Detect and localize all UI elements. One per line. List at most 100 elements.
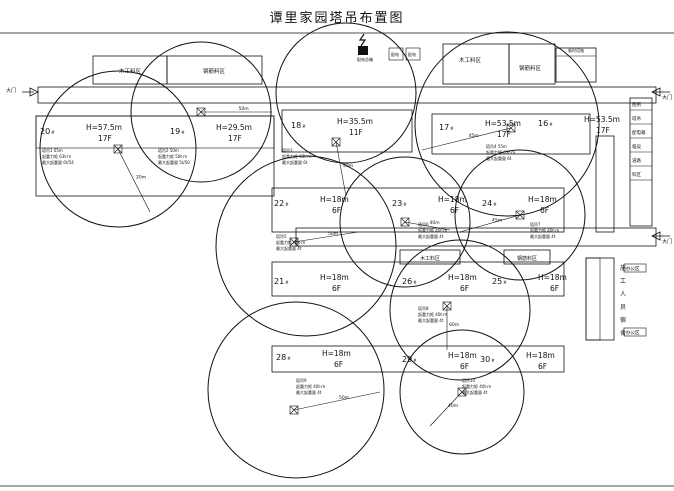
power-box-label: 配电总箱 [357, 56, 373, 62]
building-floors: 17F [98, 134, 112, 143]
small-box-1 [388, 47, 404, 61]
tower-crane-icon [400, 217, 410, 227]
crane-note-line: 塔吊8 [418, 305, 429, 311]
building-number-unit: # [403, 202, 407, 208]
building-number: 29 [402, 355, 412, 364]
building-floors: 6F [538, 362, 547, 371]
zone-middle-top [271, 187, 565, 233]
crane-note-line: 起重力矩 50t·m [158, 153, 187, 159]
road-middle [295, 227, 657, 247]
building-number-unit: # [51, 130, 55, 136]
building-height: H=18m [322, 349, 351, 358]
building-number: 18 [291, 121, 301, 130]
crane-radius-line [293, 391, 381, 411]
dormitory-label-char: 人 [620, 291, 626, 298]
crane-radius-label: 60m [449, 322, 459, 328]
small-box-2 [405, 47, 421, 61]
building-height: H=35.5m [337, 117, 373, 126]
crane-note-line: 最大起重量 4t [276, 245, 302, 251]
building-height: H=18m [526, 351, 555, 360]
building-height: H=53.5m [584, 115, 620, 124]
building-18-outline [281, 109, 413, 153]
crane-radius-label: 20m [136, 175, 146, 181]
dormitory-label-char: 施 [620, 264, 626, 272]
building-number-unit: # [413, 280, 417, 286]
crane-note-line: 最大起重量 6t [486, 155, 512, 161]
building-floors: 6F [550, 284, 559, 293]
crane-note-line: 最大起重量 4t [418, 233, 444, 239]
building-number: 23 [392, 199, 402, 208]
building-number: 21 [274, 277, 284, 286]
crane-radius-circle [454, 149, 586, 281]
legend-item: 道路 [632, 157, 641, 164]
crane-note-line: 最大起重量 4t [462, 389, 488, 395]
legend-item: 临设 [632, 143, 641, 150]
legend-item: 图例 [632, 101, 641, 108]
building-number: 28 [276, 353, 286, 362]
crane-radius-circle [414, 31, 600, 217]
crane-note-line: 起重力矩 63t·m [282, 153, 311, 159]
building-floors: 6F [460, 362, 469, 371]
crane-note-line: 塔吊3 [282, 147, 293, 153]
office-label: 办公区 [626, 265, 640, 272]
building-height: H=18m [448, 273, 477, 282]
gate-label-right-top: 大门 [662, 94, 672, 101]
crane-radius-line [404, 221, 451, 231]
crane-note-line: 最大起重量 4t [418, 317, 444, 323]
crane-radius-circle [275, 22, 417, 164]
building-number: 24 [482, 199, 492, 208]
area-rebar-middle [503, 249, 551, 265]
crane-note-line: 塔吊2 50m [158, 147, 179, 153]
building-height: H=57.5m [86, 123, 122, 132]
tower-crane-icon [506, 123, 516, 133]
diagram-title: 谭里家园塔吊布置图 [269, 10, 404, 26]
crane-radius-label: 50m [328, 231, 338, 237]
building-number: 19 [170, 127, 180, 136]
building-height: H=18m [438, 195, 467, 204]
office-box [623, 263, 647, 273]
tower-crane-icon [515, 210, 525, 220]
crane-radius-line [429, 391, 463, 427]
building-number: 26 [402, 277, 412, 286]
building-height: H=53.5m [485, 119, 521, 128]
building-number-unit: # [493, 202, 497, 208]
crane-radius-label: 45m [469, 133, 479, 139]
building-floors: 6F [450, 206, 459, 215]
building-floors: 17F [596, 126, 610, 135]
building-number-unit: # [491, 358, 495, 364]
zone-left-top-inner [35, 115, 275, 149]
office-label: 办公区 [626, 329, 640, 336]
area-woodwork-mid-label: 木工料区 [420, 255, 440, 262]
area-woodwork-label-2: 木工料区 [459, 56, 482, 64]
gate-label-left: 大门 [6, 87, 16, 94]
building-number-unit: # [285, 280, 289, 286]
zone-bottom [271, 345, 565, 373]
crane-note-line: 最大起重量 6t/54 [42, 159, 74, 165]
building-label-23: 23# H=18m 6F [392, 195, 467, 215]
area-divider [508, 44, 596, 84]
legend-panel-right [629, 97, 653, 227]
crane-radius-label: 50m [339, 395, 349, 401]
legend-item: 塔吊 [632, 115, 641, 122]
gate-arrow-right-mid [651, 231, 670, 241]
area-temp-label: 临时设施 [568, 47, 584, 53]
crane-radius-line [117, 148, 151, 213]
building-floors: 6F [332, 206, 341, 215]
building-floors: 11F [349, 128, 363, 137]
crane-note-line: 起重力矩 40t·m [462, 383, 491, 389]
small-box-label-1: 配电 [391, 51, 399, 57]
building-floors: 6F [540, 206, 549, 215]
building-floors: 17F [497, 130, 511, 139]
